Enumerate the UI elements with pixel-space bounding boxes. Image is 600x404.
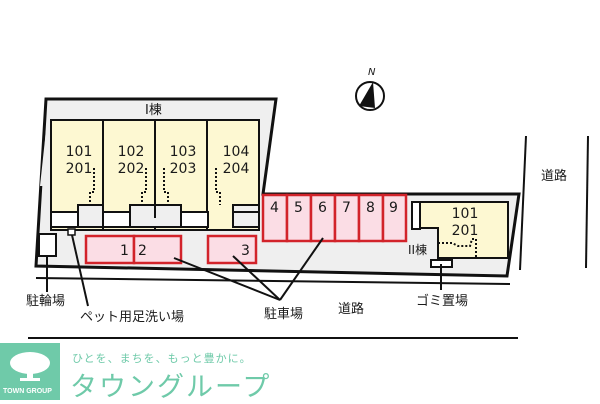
parking-space-number: 9 [389, 200, 398, 216]
brand-tagline: ひとを、まちを、もっと豊かに。 [72, 352, 252, 365]
compass-north-label: N [368, 67, 376, 78]
building-1-label: I棟 [145, 103, 162, 118]
unit-number: 101 [451, 206, 479, 222]
unit-number: 201 [451, 223, 479, 239]
unit-block: 101 201 [60, 144, 98, 178]
bicycle-parking-label: 駐輪場 [26, 294, 66, 309]
north-compass-icon [355, 81, 385, 111]
unit-number: 202 [117, 161, 145, 177]
parking-space-number: 5 [294, 200, 303, 216]
parking-space-number: 2 [138, 243, 147, 259]
parking-space-number: 8 [366, 200, 375, 216]
logo-caption: TOWN GROUP [3, 388, 52, 395]
road-edge-south [35, 277, 511, 285]
unit-block: 104 204 [217, 144, 255, 178]
parking-space-number: 7 [342, 200, 351, 216]
parking-space-number: 3 [241, 243, 250, 259]
unit-block: 102 202 [112, 144, 150, 178]
parking-space-number: 4 [270, 200, 279, 216]
unit-number: 102 [117, 144, 145, 160]
unit-block: 103 203 [164, 144, 202, 178]
road-south-label: 道路 [338, 302, 365, 317]
unit-number: 204 [222, 161, 250, 177]
unit-number: 101 [65, 144, 93, 160]
road-edge-east [519, 135, 527, 271]
unit-number: 104 [222, 144, 250, 160]
parking-spaces [84, 193, 408, 265]
tree-icon [10, 352, 50, 381]
unit-number: 201 [65, 161, 93, 177]
garbage-label: ゴミ置場 [416, 294, 469, 309]
town-group-logo: TOWN GROUP [0, 343, 60, 400]
unit-number: 203 [169, 161, 197, 177]
road-edge-east-far [585, 135, 589, 269]
bicycle-parking [38, 233, 57, 257]
parking-label: 駐車場 [264, 307, 304, 322]
brand-name: タウングループ [70, 372, 272, 403]
pet-wash-label: ペット用足洗い場 [80, 310, 185, 325]
building-2-label: II棟 [408, 243, 428, 257]
road-east-label: 道路 [541, 169, 568, 184]
unit-block: 101 201 [450, 206, 480, 240]
parking-space-number: 1 [120, 243, 129, 259]
unit-number: 103 [169, 144, 197, 160]
parking-space-number: 6 [318, 200, 327, 216]
pet-wash-station [67, 228, 76, 236]
